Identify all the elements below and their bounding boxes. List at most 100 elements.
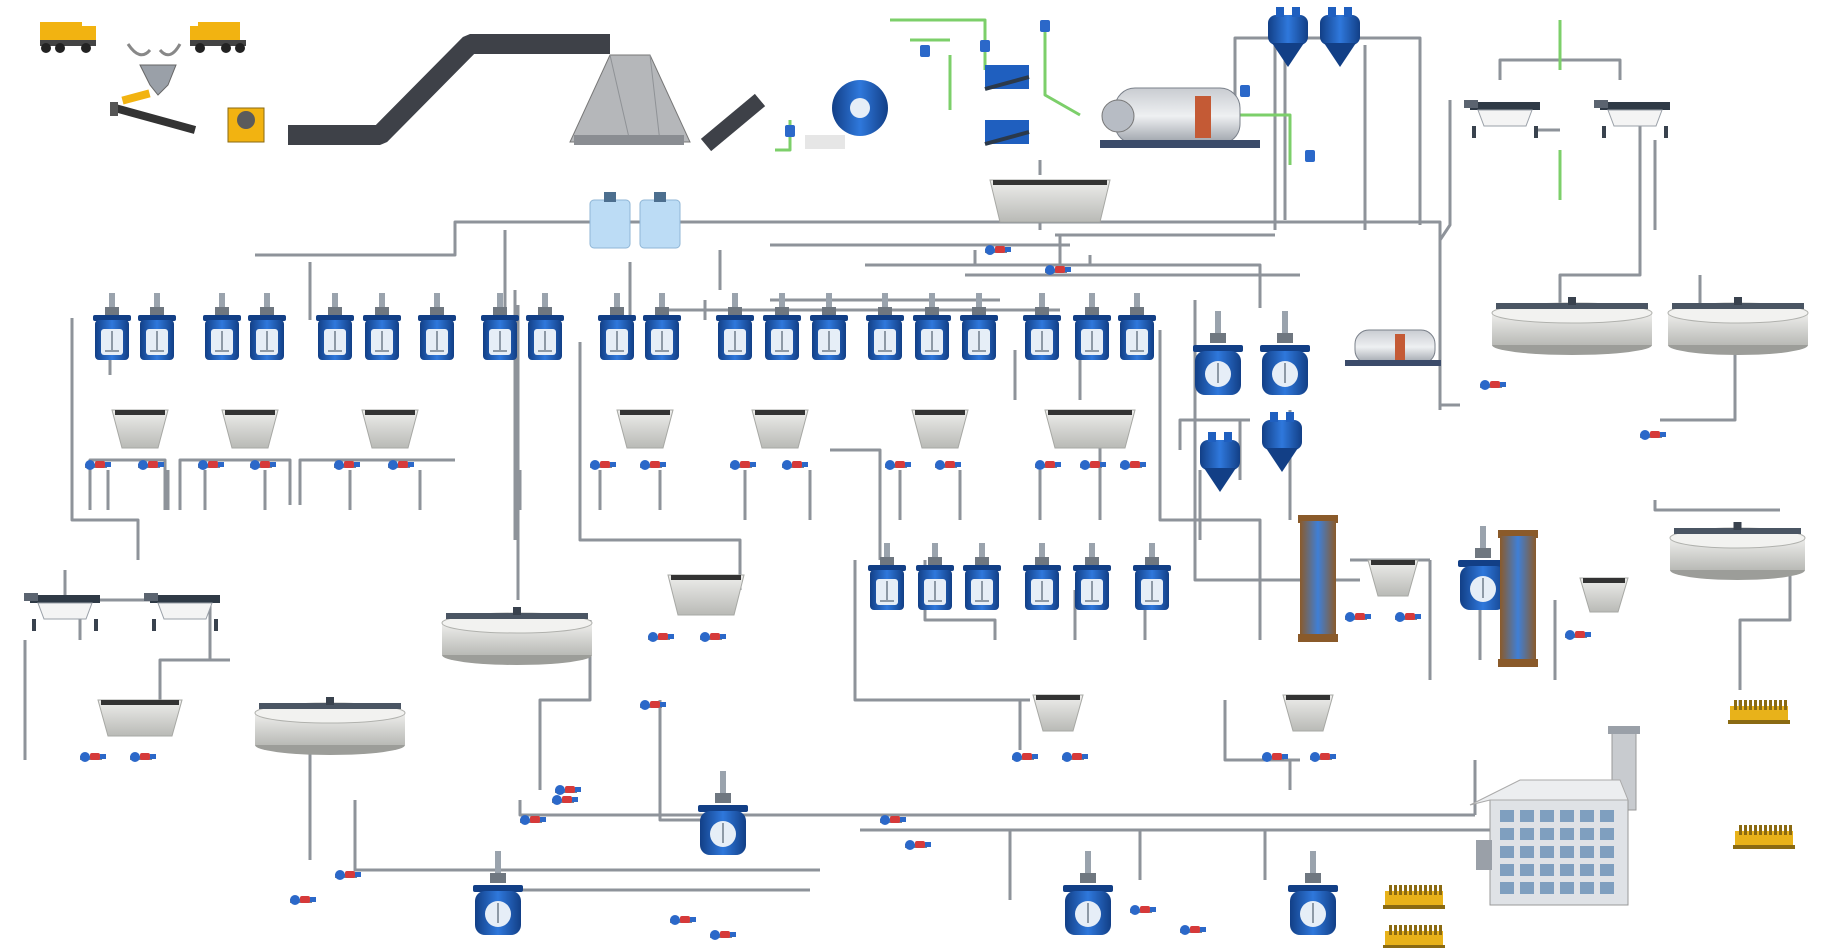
equipment-part bbox=[775, 307, 789, 315]
equipment-part bbox=[1276, 7, 1284, 17]
equipment-part bbox=[929, 293, 935, 309]
equipment-part bbox=[1044, 409, 1136, 449]
pipe bbox=[865, 263, 1262, 308]
equipment-part bbox=[975, 581, 989, 602]
equipment-part bbox=[1520, 828, 1534, 840]
slurry-pump bbox=[1180, 925, 1206, 935]
equipment-part bbox=[1305, 150, 1315, 162]
equipment-part bbox=[935, 460, 945, 470]
equipment-part bbox=[732, 293, 738, 309]
equipment-part bbox=[1500, 864, 1514, 876]
equipment-part bbox=[915, 841, 925, 848]
filter-press bbox=[1383, 925, 1445, 948]
equipment-part bbox=[152, 619, 156, 631]
equipment-part bbox=[1371, 560, 1415, 565]
equipment-part bbox=[1498, 659, 1538, 667]
equipment-part bbox=[574, 135, 684, 145]
equipment-part bbox=[822, 307, 836, 315]
reagent-tank bbox=[639, 192, 681, 249]
equipment-part bbox=[1759, 825, 1762, 835]
equipment-part bbox=[1520, 846, 1534, 858]
equipment-part bbox=[1272, 43, 1304, 67]
equipment-part bbox=[728, 331, 742, 352]
equipment-part bbox=[750, 462, 756, 467]
equipment-part bbox=[728, 307, 742, 315]
equipment-part bbox=[1055, 462, 1061, 467]
water-pipe-network bbox=[775, 18, 1562, 200]
equipment-part bbox=[1073, 565, 1111, 571]
equipment-part bbox=[659, 293, 665, 309]
equipment-part bbox=[1480, 380, 1490, 390]
equipment-part bbox=[1744, 700, 1747, 710]
equipment-part bbox=[300, 896, 310, 903]
grinding-mill bbox=[1100, 87, 1260, 148]
equipment-part bbox=[1600, 882, 1614, 894]
equipment-part bbox=[1540, 846, 1554, 858]
equipment-part bbox=[1355, 613, 1365, 620]
equipment-part bbox=[650, 461, 660, 468]
equipment-part bbox=[1133, 565, 1171, 571]
equipment-part bbox=[154, 293, 160, 309]
equipment-part bbox=[1650, 431, 1660, 438]
equipment-part bbox=[1540, 882, 1554, 894]
equipment-part bbox=[755, 410, 805, 415]
equipment-part bbox=[598, 315, 636, 321]
equipment-part bbox=[1180, 925, 1190, 935]
equipment-part bbox=[822, 331, 836, 352]
agitation-tank bbox=[526, 293, 564, 360]
equipment-part bbox=[542, 293, 548, 309]
equipment-part bbox=[1500, 382, 1506, 387]
equipment-part bbox=[310, 897, 316, 902]
equipment-part bbox=[1500, 882, 1514, 894]
equipment-part bbox=[93, 315, 131, 321]
equipment-part bbox=[1032, 754, 1038, 759]
equipment-part bbox=[1240, 85, 1250, 97]
equipment-part bbox=[365, 410, 415, 415]
equipment-part bbox=[1404, 925, 1407, 935]
valve bbox=[1305, 150, 1315, 162]
equipment-part bbox=[1560, 828, 1574, 840]
slurry-pump bbox=[138, 460, 164, 470]
slurry-pump bbox=[880, 815, 906, 825]
large-agitation-tank bbox=[698, 771, 748, 855]
slurry-pump bbox=[1395, 612, 1421, 622]
pipe bbox=[106, 470, 170, 510]
equipment-part bbox=[802, 462, 808, 467]
equipment-part bbox=[150, 595, 220, 603]
equipment-part bbox=[345, 871, 355, 878]
equipment-part bbox=[1568, 297, 1576, 305]
equipment-part bbox=[418, 315, 456, 321]
equipment-part bbox=[1540, 810, 1554, 822]
equipment-part bbox=[198, 460, 208, 470]
equipment-part bbox=[495, 851, 501, 877]
equipment-part bbox=[1344, 7, 1352, 17]
hydrocyclone-cluster bbox=[1262, 412, 1302, 472]
leaching-column bbox=[1298, 515, 1338, 642]
equipment-part bbox=[1118, 315, 1156, 321]
equipment-part bbox=[1085, 581, 1099, 602]
equipment-part bbox=[150, 754, 156, 759]
slurry-pump bbox=[388, 460, 414, 470]
slurry-pump bbox=[198, 460, 224, 470]
large-agitation-tank bbox=[1260, 311, 1310, 395]
equipment-part bbox=[1260, 345, 1310, 352]
equipment-part bbox=[1394, 885, 1397, 895]
equipment-part bbox=[361, 409, 419, 449]
equipment-part bbox=[985, 245, 995, 255]
equipment-part bbox=[1739, 700, 1742, 710]
equipment-part bbox=[1328, 7, 1336, 17]
agitation-tank bbox=[866, 293, 904, 360]
equipment-part bbox=[1419, 925, 1422, 935]
slurry-pump bbox=[640, 700, 666, 710]
equipment-part bbox=[552, 795, 562, 805]
equipment-part bbox=[1055, 266, 1065, 273]
large-agitation-tank bbox=[1063, 851, 1113, 935]
equipment-part bbox=[1190, 926, 1200, 933]
equipment-part bbox=[1145, 581, 1159, 602]
equipment-part bbox=[975, 557, 989, 565]
equipment-layer bbox=[24, 7, 1809, 948]
equipment-part bbox=[609, 54, 661, 143]
equipment-part bbox=[1520, 864, 1534, 876]
equipment-part bbox=[880, 557, 894, 565]
equipment-part bbox=[375, 307, 389, 315]
